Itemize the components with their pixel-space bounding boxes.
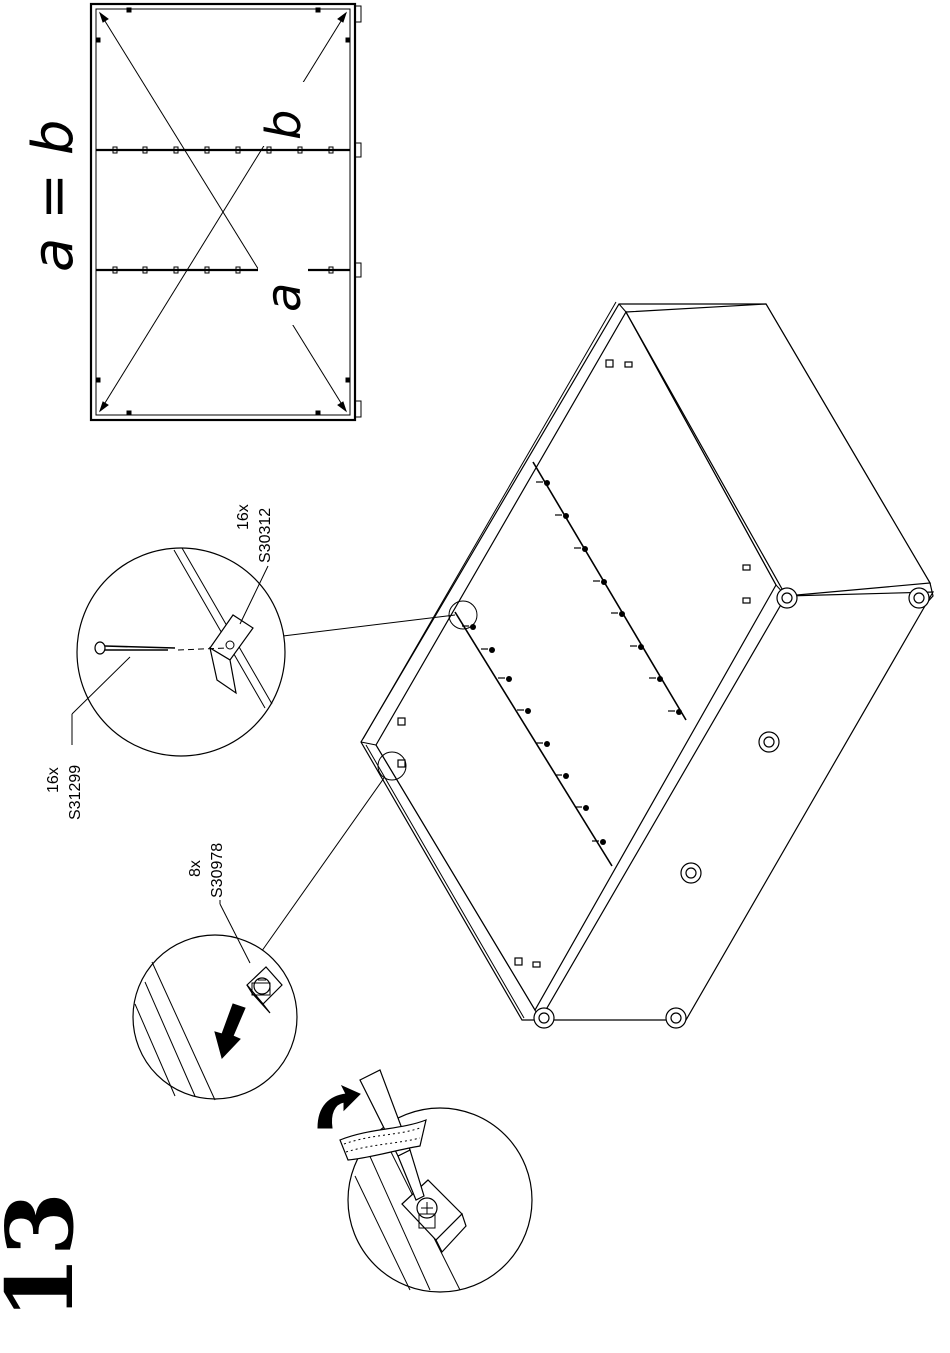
part-qty-s30312: 16x [235, 504, 252, 530]
diagonal-label-b: b [256, 110, 312, 140]
detail-cam-insert [133, 752, 406, 1100]
cabinet-carcass [361, 302, 933, 1028]
diagonal-equation: a = b [21, 120, 86, 272]
part-code-s30312: S30312 [257, 508, 274, 563]
part-code-s31299: S31299 [67, 765, 84, 820]
detail-screwdriver [318, 1070, 532, 1292]
part-qty-s30978: 8x [187, 860, 204, 877]
part-code-s30978: S30978 [209, 843, 226, 898]
part-qty-s31299: 16x [45, 767, 62, 793]
shelf-clip-marks [113, 147, 333, 273]
diagonal-label-a: a [256, 283, 312, 312]
diagonal-check-panel: b a [91, 4, 361, 420]
step-number: 13 [0, 1192, 94, 1320]
